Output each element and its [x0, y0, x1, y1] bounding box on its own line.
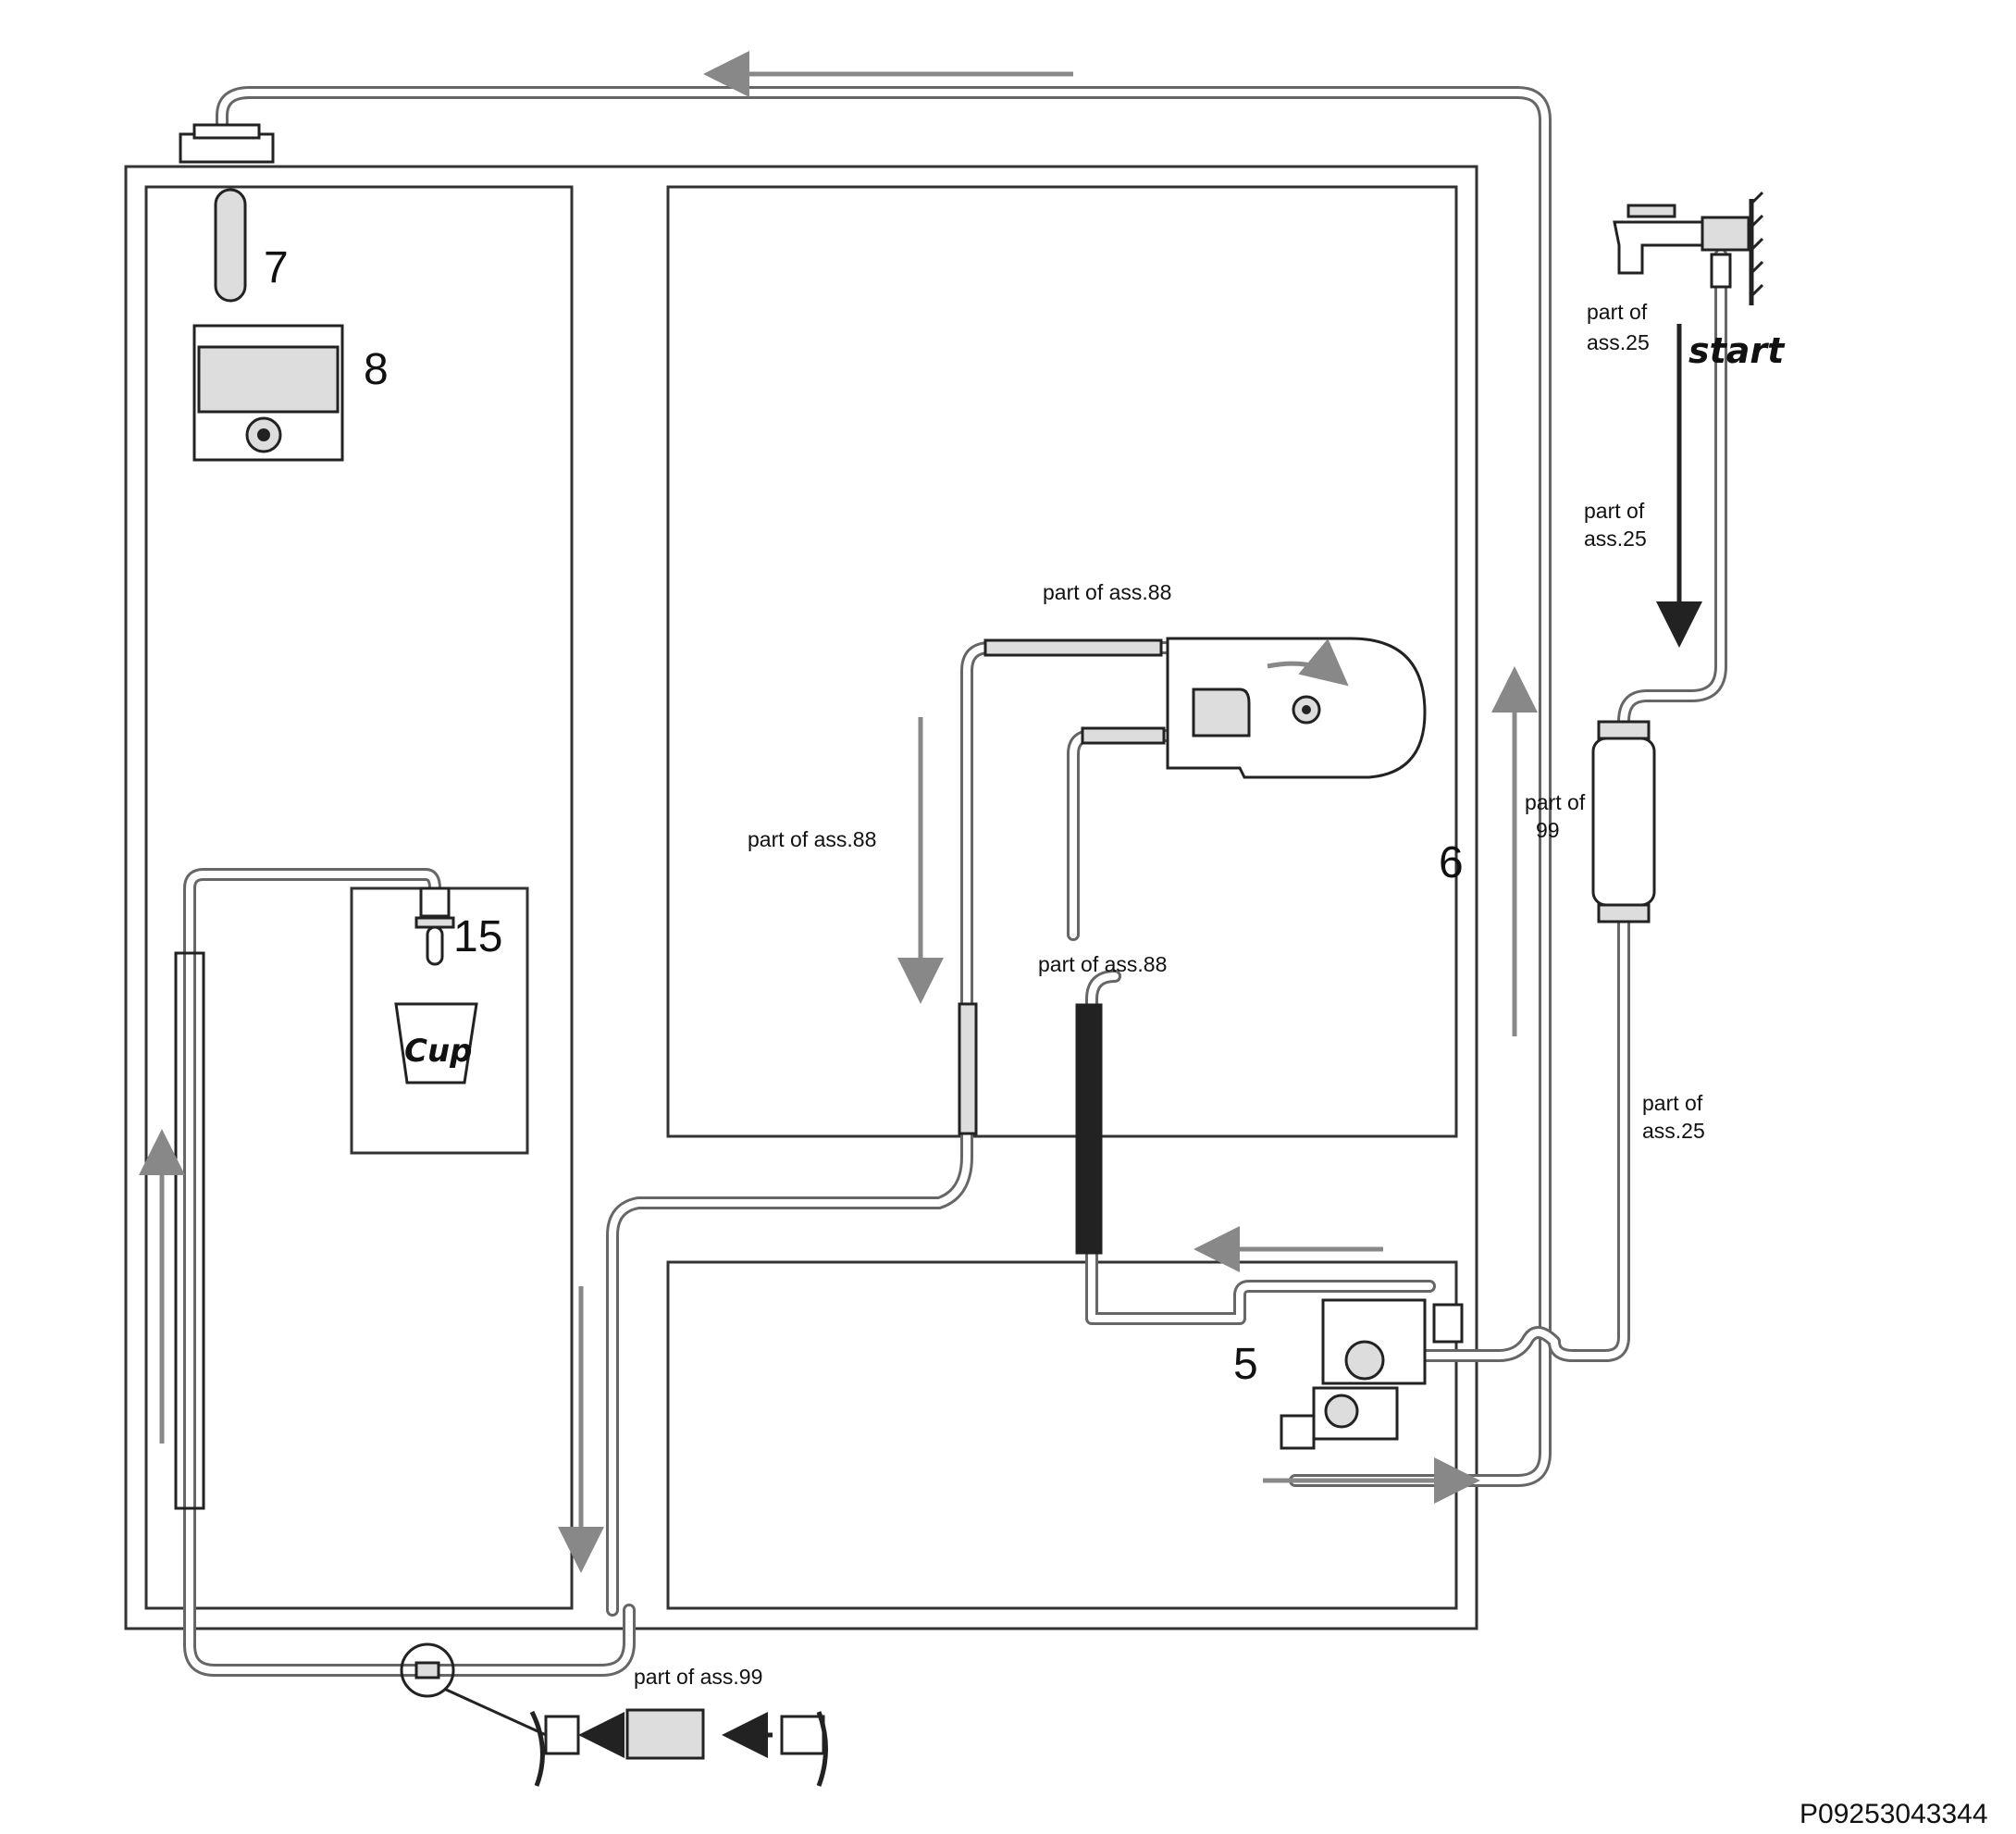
brewer-rotation-arrow	[1267, 638, 1349, 687]
top-sleeve	[983, 638, 1163, 657]
dark-sleeve	[1075, 1003, 1103, 1255]
label-ass25-top-2: ass.25	[1587, 330, 1650, 354]
label-8: 8	[364, 345, 389, 394]
lower-right-compartment-frame	[666, 1260, 1458, 1610]
upper-right-compartment-frame	[666, 185, 1458, 1138]
coupling-end-right	[780, 1715, 825, 1755]
top-connector	[179, 123, 275, 164]
tap-body	[1613, 220, 1704, 275]
valve-to-brewer-tube	[1085, 970, 1436, 1325]
label-part99-1: part of	[1525, 790, 1586, 814]
water-filter	[1591, 720, 1656, 923]
top-return-tube	[216, 86, 1552, 1487]
mid-sleeve	[1081, 726, 1166, 745]
coupling-circle	[400, 1642, 455, 1698]
brewer-unit	[1166, 637, 1427, 779]
cabinet-frames	[124, 165, 1478, 1630]
label-ass25-top-1: part of	[1587, 300, 1648, 324]
vertical-sleeve	[174, 951, 205, 1510]
brewer-inlet-tube	[1067, 729, 1174, 941]
label-ass99: part of ass.99	[634, 1665, 762, 1689]
label-ass25-mid-1: part of	[1584, 499, 1645, 523]
cup: Cup	[394, 1002, 478, 1084]
label-part99-2: 99	[1536, 818, 1560, 842]
component-15-dispenser: 15	[414, 886, 502, 966]
tap-handle-icon	[1626, 204, 1676, 218]
cup-shape	[394, 1002, 478, 1084]
label-ass88-left: part of ass.88	[748, 827, 876, 851]
label-ass25-low-2: ass.25	[1642, 1119, 1705, 1143]
label-5: 5	[1233, 1340, 1258, 1389]
label-6: 6	[1439, 838, 1464, 887]
label-ass25-mid-2: ass.25	[1584, 527, 1647, 551]
component-5-valve: 5	[1233, 1298, 1464, 1450]
coupling-detail	[400, 1642, 828, 1787]
label-7: 7	[264, 243, 289, 292]
label-15: 15	[453, 912, 502, 961]
dispenser-15-nozzle	[426, 925, 444, 966]
water-tap	[1613, 191, 1764, 305]
component-8-unit: 8	[192, 324, 389, 462]
reference-code: P09253043344	[1800, 1799, 1988, 1829]
supply-tube-upper	[1617, 248, 1727, 728]
left-compartment-frame	[144, 185, 574, 1610]
label-ass25-low-1: part of	[1642, 1091, 1703, 1115]
filter-cartridge	[1591, 737, 1656, 907]
flow-arrows	[139, 51, 1702, 1573]
label-start: start	[1688, 330, 1786, 371]
supply-tube-lower	[1418, 914, 1630, 1362]
component-7-nozzle: 7	[214, 188, 289, 303]
coupling-sleeve	[625, 1708, 705, 1760]
dispenser-feed-tube	[183, 868, 636, 1677]
outer-cabinet-frame	[124, 165, 1478, 1630]
tubing	[183, 86, 1727, 1677]
cup-label: Cup	[404, 1033, 473, 1070]
nozzle-7-shape	[214, 188, 247, 303]
label-ass88-mid: part of ass.88	[1038, 952, 1167, 976]
left-sleeve	[958, 1002, 978, 1135]
coupling-end-left	[544, 1715, 580, 1755]
text-labels: part of ass.25 start part of ass.25 part…	[634, 300, 1988, 1829]
tube-sleeves	[174, 638, 1166, 1510]
label-ass88-top: part of ass.88	[1043, 580, 1171, 604]
